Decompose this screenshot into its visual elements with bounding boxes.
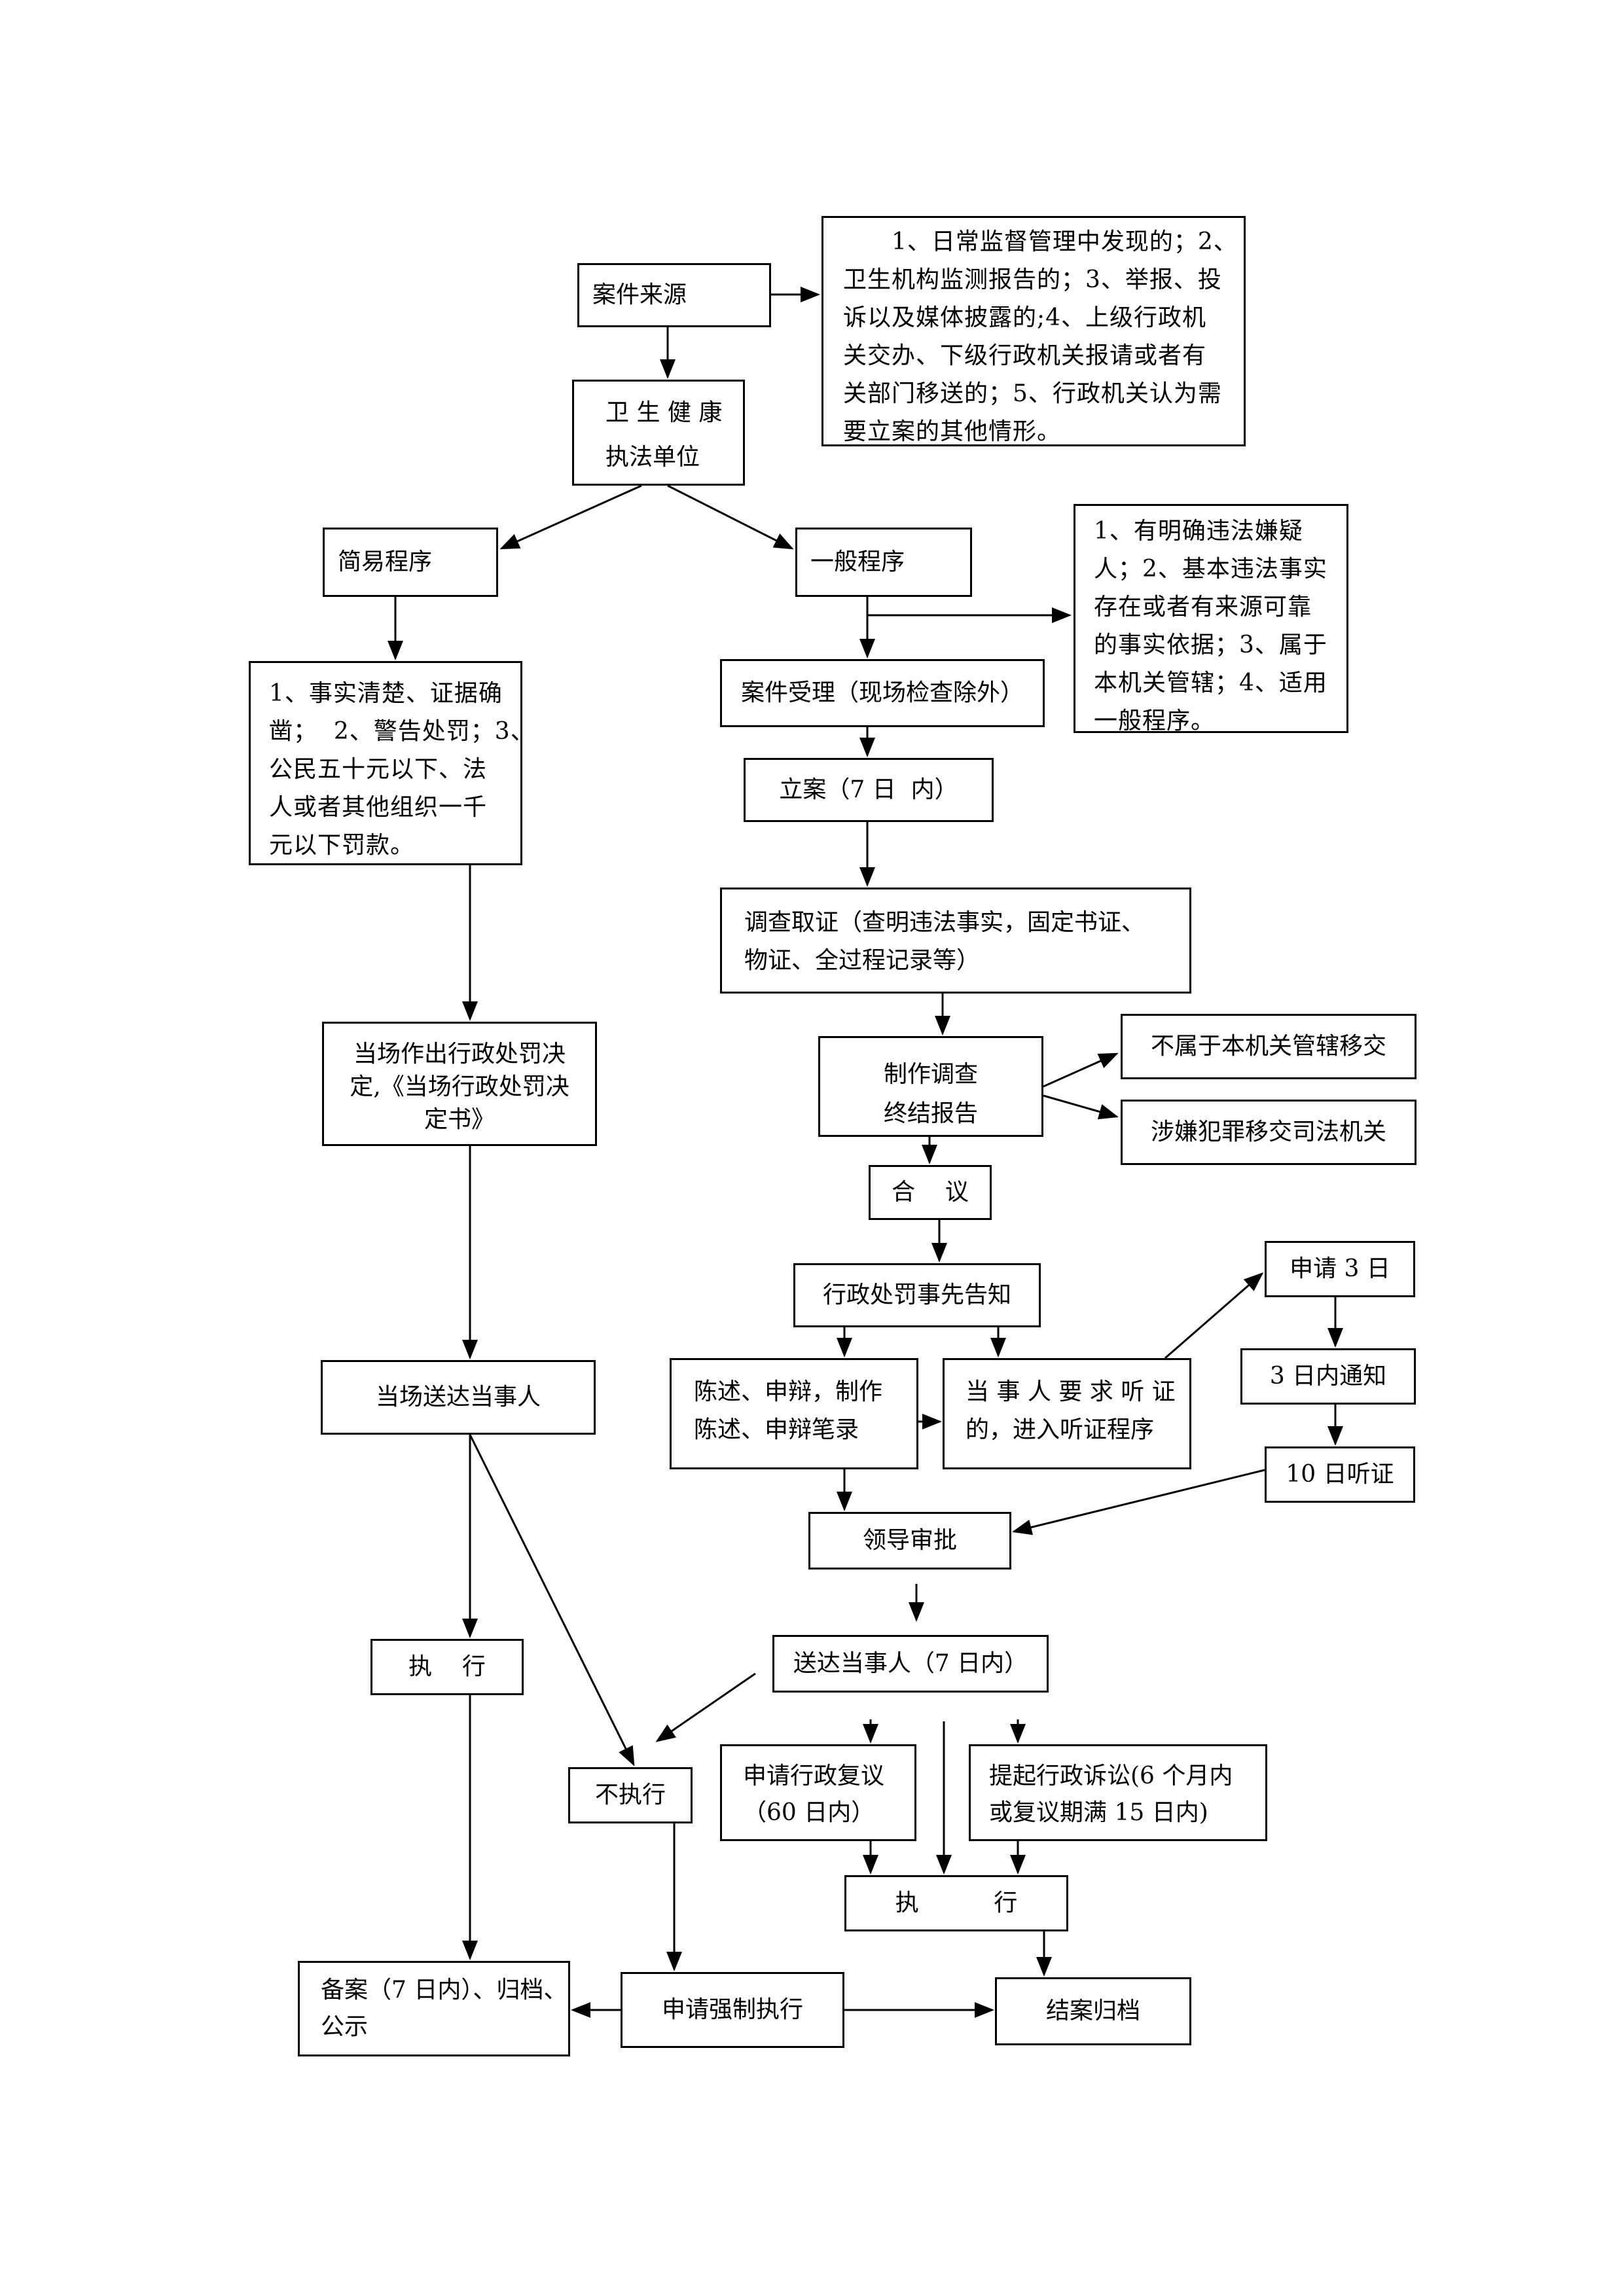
leader-approval-box: 领导审批 xyxy=(808,1512,1011,1570)
general-procedure-box: 一般程序 xyxy=(795,528,972,597)
on-site-decision-box: 当场作出行政处罚决 定,《当场行政处罚决 定书》 xyxy=(322,1022,597,1146)
execute-right-box: 执 行 xyxy=(844,1875,1068,1931)
statement-box: 陈述、申辩，制作 陈述、申辩笔录 xyxy=(670,1358,918,1469)
not-execute-box: 不执行 xyxy=(568,1767,693,1823)
enforcement-unit-box: 卫 生 健 康 执法单位 xyxy=(572,380,745,486)
case-filing-box: 立案（7 日 内） xyxy=(744,758,994,822)
arrow-delivery-to-not-execute xyxy=(469,1434,635,1767)
general-procedure-note: 1、有明确违法嫌疑 人；2、基本违法事实 存在或者有来源可靠 的事实依据；3、属… xyxy=(1074,504,1348,734)
execute-left-box: 执 行 xyxy=(370,1639,524,1695)
arrow-hearing10-to-approval xyxy=(1012,1469,1265,1535)
arrow-unit-to-simple xyxy=(499,484,642,550)
enforce-box: 申请强制执行 xyxy=(621,1972,844,2048)
hearing-10days-box: 10 日听证 xyxy=(1265,1446,1415,1503)
simple-conditions-box: 1、事实清楚、证据确 凿； 2、警告处罚；3、 公民五十元以下、法 人或者其他组… xyxy=(249,661,534,865)
arrow-unit-to-general xyxy=(667,484,794,550)
arrow-hearing-to-apply xyxy=(1164,1272,1264,1359)
transfer-judicial-box: 涉嫌犯罪移交司法机关 xyxy=(1121,1100,1416,1165)
arrow-deliver-to-not-execute xyxy=(655,1672,756,1742)
prior-notice-box: 行政处罚事先告知 xyxy=(793,1263,1041,1327)
transfer-jurisdiction-box: 不属于本机关管辖移交 xyxy=(1121,1014,1416,1079)
record-archive-box: 备案（7 日内）、归档、 公示 xyxy=(298,1961,570,2056)
deliberation-box: 合 议 xyxy=(869,1165,992,1220)
hearing-request-box: 当 事 人 要 求 听 证 的，进入听证程序 xyxy=(943,1358,1191,1469)
apply-3days-box: 申请 3 日 xyxy=(1265,1241,1415,1297)
case-source-note: 1、日常监督管理中发现的；2、 卫生机构监测报告的；3、举报、投 诉以及媒体披露… xyxy=(821,216,1246,446)
notify-3days-box: 3 日内通知 xyxy=(1240,1348,1416,1405)
on-site-delivery-box: 当场送达当事人 xyxy=(321,1360,596,1435)
arrow-report-to-judicial xyxy=(1043,1094,1119,1120)
admin-review-box: 申请行政复议 （60 日内） xyxy=(720,1744,916,1841)
arrow-report-to-jurisdiction xyxy=(1043,1052,1119,1088)
investigation-box: 调查取证（查明违法事实，固定书证、 物证、全过程记录等） xyxy=(720,888,1191,994)
case-acceptance-box: 案件受理（现场检查除外） xyxy=(720,659,1045,727)
close-case-box: 结案归档 xyxy=(995,1977,1191,2045)
simple-procedure-box: 简易程序 xyxy=(323,528,498,597)
admin-litigation-box: 提起行政诉讼(6 个月内 或复议期满 15 日内) xyxy=(969,1744,1267,1841)
case-source-box: 案件来源 xyxy=(577,263,771,327)
deliver-party-box: 送达当事人（7 日内） xyxy=(772,1635,1049,1693)
investigation-report-box: 制作调查 终结报告 xyxy=(818,1036,1043,1137)
